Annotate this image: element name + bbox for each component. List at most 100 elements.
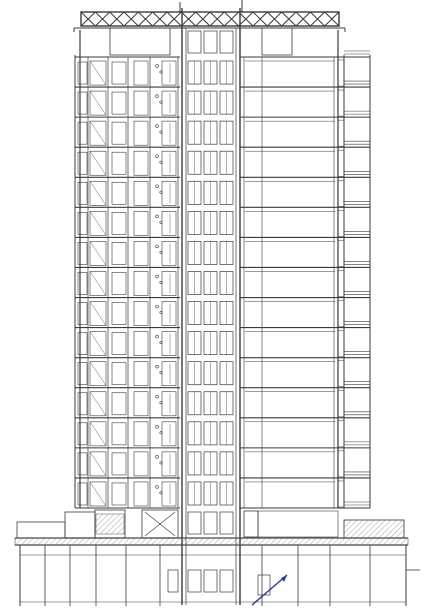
elevator-top [187,30,202,54]
floor-unit [77,59,345,87]
truss-diagonal [109,11,125,27]
fixture [155,455,159,459]
window [133,271,149,296]
truss-diagonal [137,11,154,27]
facade-panel [337,390,345,418]
roof-room [109,27,171,56]
facade-panel [337,240,345,267]
window [133,361,149,387]
window [133,241,149,266]
window [77,362,88,386]
window [77,121,88,145]
podium-block [141,509,179,539]
door [89,481,107,507]
window [133,211,149,236]
facade-panel [337,89,345,117]
door-swing [89,361,107,386]
window [133,120,149,146]
ground-and-basement [14,509,420,606]
floor-unit [77,300,345,327]
fixture [155,64,159,68]
door [89,301,107,326]
door [89,451,107,477]
window [133,451,149,477]
elevator-top [219,30,234,54]
door [161,271,177,296]
floor-unit [77,240,345,267]
facade-panel [337,119,345,147]
door-swing [89,301,107,326]
window [133,301,149,326]
door [89,120,107,146]
door [161,361,177,387]
window [77,151,88,175]
facade-panel [337,59,345,87]
door [111,61,127,85]
truss-diagonal [209,11,225,27]
truss-diagonal [223,11,240,27]
door [161,391,177,417]
fixture [155,214,159,219]
lobby-wall [257,510,339,538]
fixture [155,304,159,309]
door [161,301,177,326]
fixture [155,154,159,158]
fixture [155,485,159,489]
podium-right-hatch [343,519,405,539]
facade-panel [337,360,345,387]
floor-unit [77,180,345,207]
door-swing [89,481,107,507]
typical-floors [75,50,370,509]
fixture [155,425,159,429]
window [133,180,149,206]
section-marker [251,574,288,606]
window [133,90,149,116]
door [111,452,127,476]
section-arrow-head [281,575,287,582]
door [161,241,177,266]
truss-diagonal [152,11,168,27]
floor-unit [77,149,345,177]
facade-panel [337,210,345,237]
door [89,90,107,116]
window [77,272,88,295]
door [161,150,177,176]
window [77,91,88,115]
vertical-core [179,0,243,605]
podium-left [16,521,66,539]
fixture [155,364,159,369]
door-swing [89,90,107,116]
window [133,481,149,507]
fixture [155,184,159,188]
door-swing [89,421,107,446]
window [77,422,88,446]
door [111,242,127,265]
door [161,120,177,146]
door [111,151,127,175]
fixture [155,124,159,128]
door [111,272,127,295]
truss-diagonal [281,11,297,27]
door [89,241,107,266]
facade-panel [337,300,345,327]
entry-door [243,510,259,538]
door-swing [89,391,107,416]
window [133,60,149,86]
basement-door [167,569,179,593]
elevator-door [187,569,202,593]
truss-diagonal [295,11,311,27]
door [111,362,127,386]
window [133,331,149,356]
window [77,181,88,205]
window [133,391,149,417]
door-swing [89,121,107,146]
floor-unit [77,420,345,448]
truss-diagonal [123,11,139,27]
truss-diagonal [80,11,96,27]
slab-hatch [14,537,409,546]
door-swing [89,451,107,477]
roof-truss [80,11,340,27]
door [161,60,177,86]
window [77,61,88,85]
truss-diagonal [94,11,111,27]
